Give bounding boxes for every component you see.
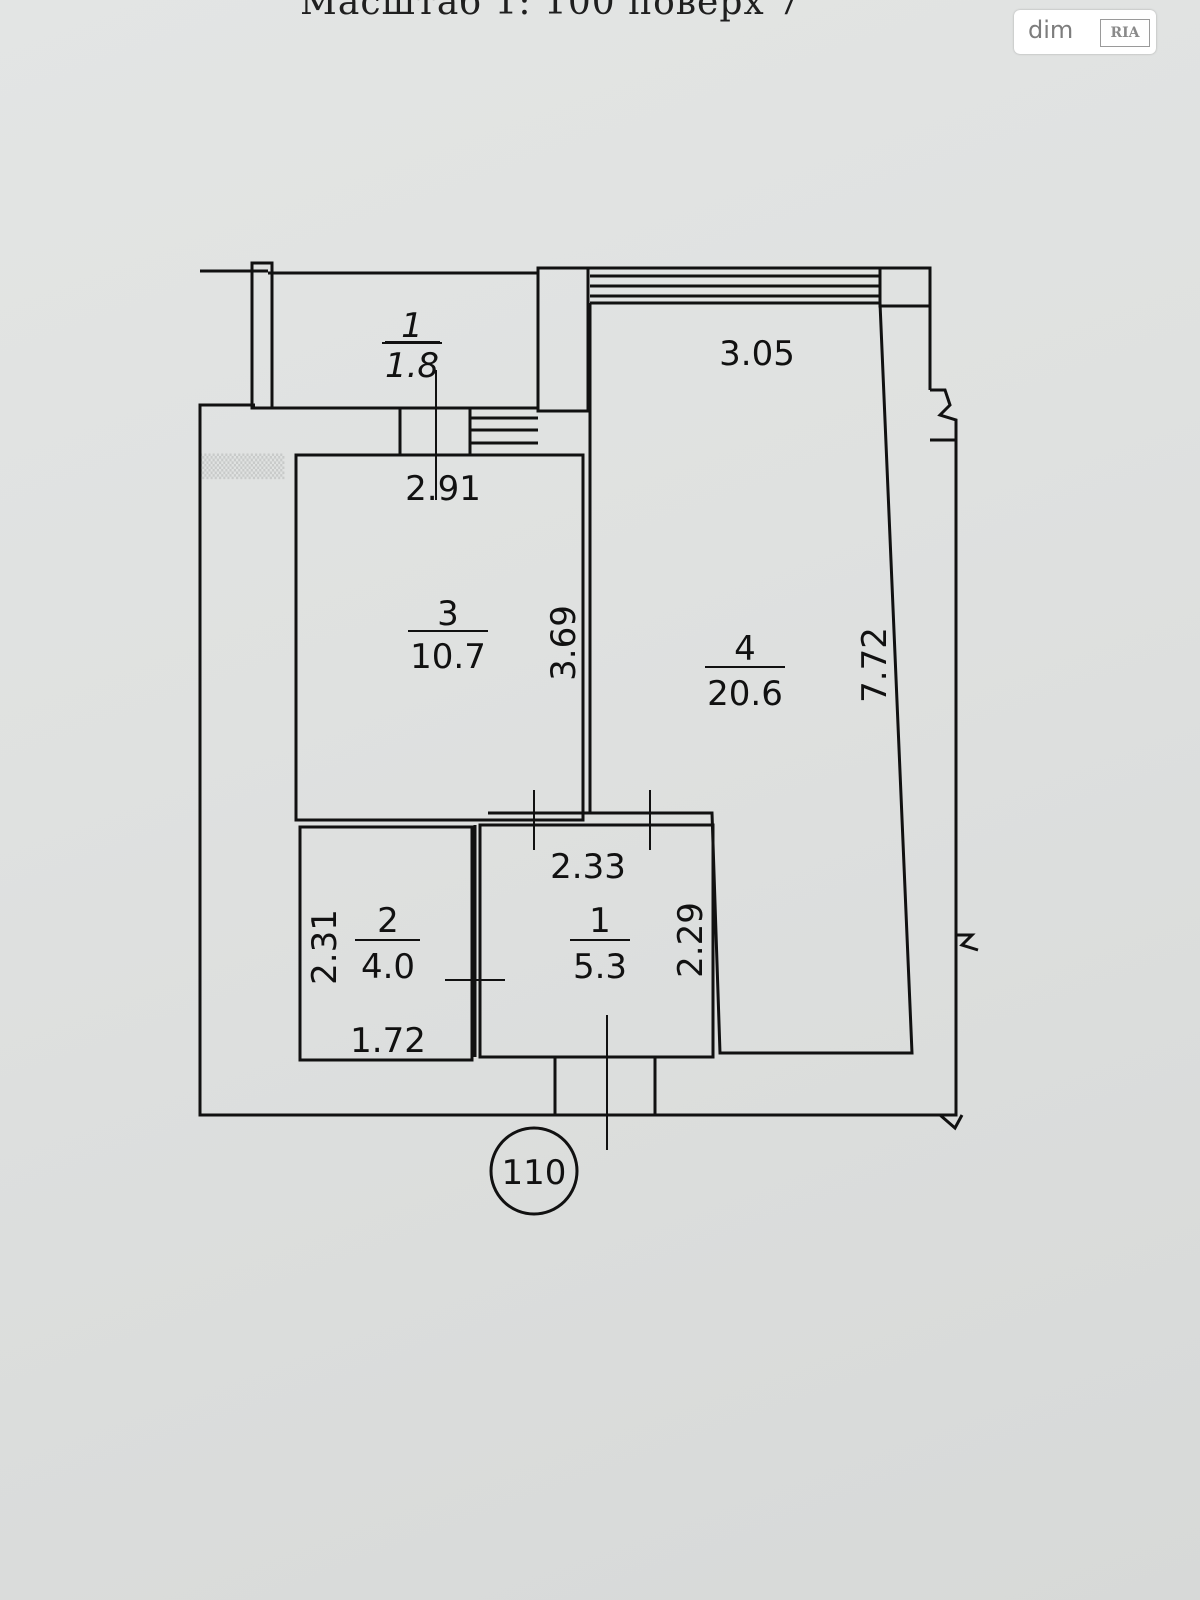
logo-dim-text: dim xyxy=(1028,16,1074,44)
room-number: 1 xyxy=(589,901,611,941)
logo-ria-text: RIA xyxy=(1100,19,1150,47)
room-area: 5.3 xyxy=(573,947,627,987)
dim-room3-height: 3.69 xyxy=(544,605,584,681)
apartment-number: 110 xyxy=(502,1153,567,1193)
room-area: 4.0 xyxy=(361,947,415,987)
room-number: 1 xyxy=(401,306,423,346)
bleed-through: ▒▒▒▒▒ xyxy=(200,455,285,480)
dimria-logo: dim RIA xyxy=(1014,10,1156,54)
room-label-3: 3 10.7 xyxy=(408,594,488,677)
room-label-2: 2 4.0 xyxy=(355,901,420,987)
dim-bath-height: 2.31 xyxy=(305,909,345,985)
dim-hall-height: 2.29 xyxy=(671,902,711,978)
room-area: 20.6 xyxy=(707,674,783,714)
room-number: 3 xyxy=(437,594,459,634)
room-label-hall: 1 5.3 xyxy=(570,901,630,987)
dim-bath-width: 1.72 xyxy=(350,1021,426,1061)
room-number: 2 xyxy=(377,901,399,941)
dimension-ticks xyxy=(385,341,651,1150)
dim-top-right: 3.05 xyxy=(719,334,795,374)
room-label-4: 4 20.6 xyxy=(705,629,785,714)
scale-floor-caption: Масштаб 1: 100 поверх 7 xyxy=(300,0,802,23)
apartment-number-badge: 110 xyxy=(489,1126,579,1216)
dim-room3-width: 2.91 xyxy=(405,469,481,509)
room-area: 1.8 xyxy=(385,346,439,386)
room-area: 10.7 xyxy=(410,637,486,677)
room-label-balcony: 1 1.8 xyxy=(382,306,442,386)
room-number: 4 xyxy=(734,629,756,669)
dim-hall-width: 2.33 xyxy=(550,847,626,887)
dim-room4-height: 7.72 xyxy=(855,627,895,703)
